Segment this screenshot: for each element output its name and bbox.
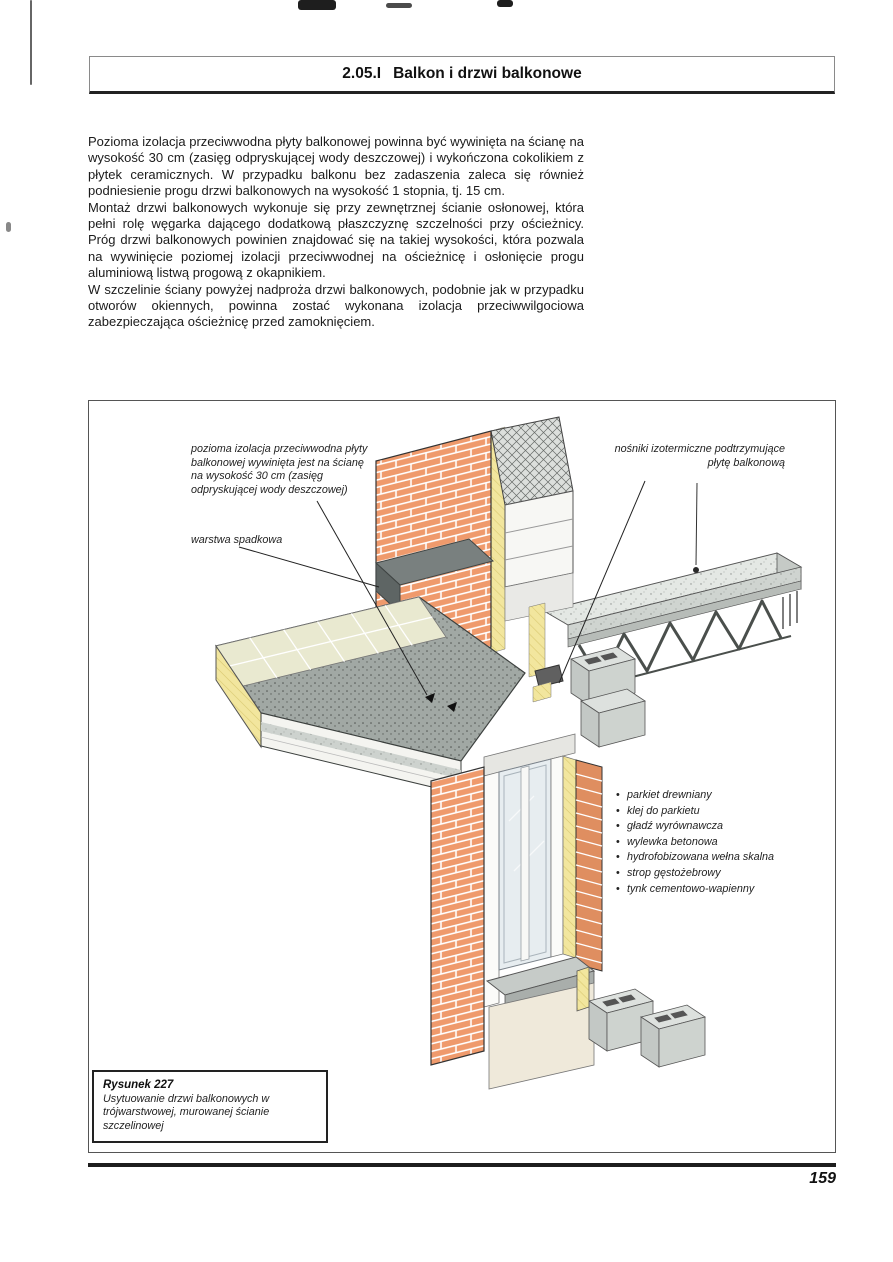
footer-rule	[88, 1163, 836, 1167]
section-title: Balkon i drzwi balkonowe	[393, 65, 582, 82]
masonry-blocks	[570, 646, 706, 1068]
figure-label-warstwa-spadkowa: warstwa spadkowa	[191, 534, 283, 546]
balcony-door	[430, 733, 603, 1090]
edge-insulation	[215, 644, 262, 749]
jamb-insulation	[562, 755, 577, 959]
figure-label-izolacja: pozioma izolacja przeciwwodna płyty balk…	[191, 443, 368, 496]
layer-item: strop gęstożebrowy	[615, 867, 811, 881]
leader-nosniki	[558, 480, 646, 684]
floor-layer-list: parkiet drewniany klej do parkietu gładź…	[615, 789, 811, 898]
door-frame-left	[483, 771, 500, 1008]
leader-dot	[693, 567, 699, 573]
figure-label-nosniki: nośniki izotermiczne podtrzymujące płytę…	[614, 443, 785, 469]
layer-item: gładź wyrównawcza	[615, 820, 811, 834]
paragraph: Pozioma izolacja przeciwwodna płyty balk…	[88, 134, 584, 199]
layer-item: tynk cementowo-wapienny	[615, 883, 811, 897]
leader-lines	[238, 480, 646, 696]
figure-caption-text: Usytuowanie drzwi balkonowych w trójwars…	[103, 1093, 270, 1132]
figure-caption-title: Rysunek 227	[103, 1079, 174, 1091]
scan-artifact	[298, 0, 336, 10]
slope-layer	[374, 538, 495, 615]
leader-izolacja	[316, 500, 428, 696]
door-mullion	[520, 765, 530, 962]
scan-artifact	[497, 0, 513, 7]
paragraph: W szczelinie ściany powyżej nadproża drz…	[88, 281, 584, 330]
section-header: 2.05.I Balkon i drzwi balkonowe	[89, 56, 835, 94]
arrow-marker	[425, 693, 435, 703]
scan-artifact	[6, 222, 11, 232]
support-bracket	[532, 664, 564, 703]
scan-artifact	[30, 0, 32, 85]
page-number: 159	[809, 1170, 836, 1187]
figure-caption: Rysunek 227 Usytuowanie drzwi balkonowyc…	[92, 1070, 328, 1144]
leader-line-pin	[695, 482, 698, 566]
scan-artifact	[386, 3, 412, 8]
body-text: Pozioma izolacja przeciwwodna płyty balk…	[88, 134, 584, 331]
leader-warstwa	[238, 546, 380, 588]
paragraph: Montaż drzwi balkonowych wykonuje się pr…	[88, 199, 584, 281]
section-number: 2.05.I	[342, 65, 382, 82]
arrow-marker	[447, 702, 457, 712]
layer-item: wylewka betonowa	[615, 836, 811, 850]
layer-item: parkiet drewniany	[615, 789, 811, 803]
layer-item: klej do parkietu	[615, 805, 811, 819]
ceiling-slab-section	[490, 416, 574, 506]
figure: pozioma izolacja przeciwwodna płyty balk…	[88, 400, 836, 1153]
inner-wall-block	[504, 490, 574, 588]
brick-wall-lower	[430, 766, 485, 1066]
door-frame-right	[550, 755, 564, 958]
cavity-insulation-lower	[528, 602, 546, 678]
layer-item: hydrofobizowana wełna skalna	[615, 851, 811, 865]
balcony-slab	[215, 596, 526, 795]
figure-drawing	[215, 416, 803, 1090]
